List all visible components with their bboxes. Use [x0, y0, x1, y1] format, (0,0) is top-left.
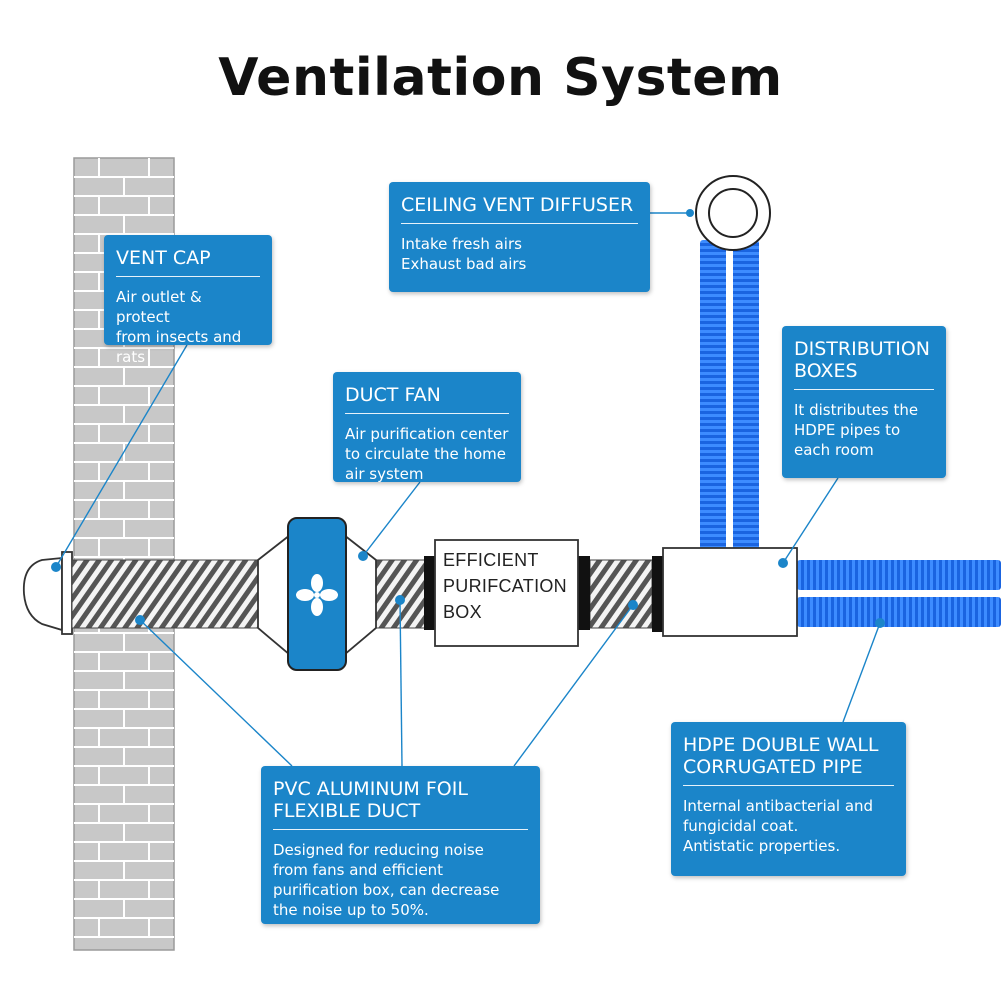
ceiling-vent-diffuser	[695, 175, 771, 251]
flexible-duct	[71, 559, 653, 629]
callout-heading: DISTRIBUTION BOXES	[794, 338, 934, 390]
fan-icon	[296, 574, 338, 616]
callout-heading: CEILING VENT DIFFUSER	[401, 194, 638, 224]
leader-lines	[55, 212, 881, 767]
purification-box	[424, 539, 590, 647]
distribution-box	[652, 547, 798, 637]
callout-heading: HDPE DOUBLE WALL CORRUGATED PIPE	[683, 734, 894, 786]
callout-body: Air purification center to circulate the…	[345, 425, 509, 483]
callout-pvc-duct: PVC ALUMINUM FOIL FLEXIBLE DUCT Designed…	[261, 766, 540, 924]
callout-body: Designed for reducing noise from fans an…	[273, 841, 500, 919]
callout-body: Air outlet & protect from insects and ra…	[116, 288, 242, 366]
callout-heading: PVC ALUMINUM FOIL FLEXIBLE DUCT	[273, 778, 528, 830]
callout-duct-fan: DUCT FAN Air purification center to circ…	[333, 372, 521, 483]
callout-body: It distributes the HDPE pipes to each ro…	[794, 401, 919, 459]
callout-body: Intake fresh airs Exhaust bad airs	[401, 235, 527, 273]
callout-distribution-boxes: DISTRIBUTION BOXES It distributes the HD…	[782, 326, 946, 478]
vent-cap	[22, 551, 73, 635]
vertical-hdpe-pipes	[700, 240, 759, 555]
callout-body: Internal antibacterial and fungicidal co…	[683, 797, 874, 855]
page-title: Ventilation System	[218, 48, 783, 108]
callout-vent-cap: VENT CAP Air outlet & protect from insec…	[104, 235, 272, 366]
callout-heading: VENT CAP	[116, 247, 260, 277]
leader-dots	[51, 209, 885, 628]
duct-fan	[257, 517, 377, 671]
purification-box-label: EFFICIENT PURIFCATION BOX	[443, 550, 567, 622]
callout-ceiling-vent-diffuser: CEILING VENT DIFFUSER Intake fresh airs …	[389, 182, 650, 292]
callout-heading: DUCT FAN	[345, 384, 509, 414]
horizontal-hdpe-pipes	[797, 560, 1001, 627]
callout-hdpe-pipe: HDPE DOUBLE WALL CORRUGATED PIPE Interna…	[671, 722, 906, 876]
